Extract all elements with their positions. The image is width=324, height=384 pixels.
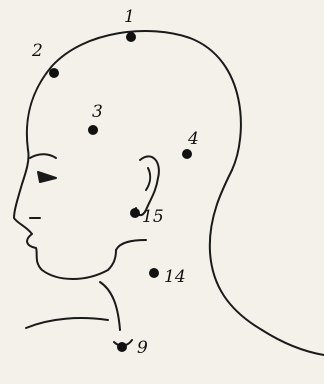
point-4-label: 4 [187, 129, 199, 149]
back-neck-outline [210, 170, 324, 355]
point-1-marker [126, 32, 136, 42]
point-2-marker [49, 68, 59, 78]
point-15-label: 15 [142, 207, 164, 227]
point-14-label: 14 [164, 267, 186, 287]
point-14-marker [149, 268, 159, 278]
ear-inner [146, 168, 150, 190]
point-9-marker [117, 342, 127, 352]
eye [38, 172, 56, 182]
point-4-marker [182, 149, 192, 159]
point-1-label: 1 [124, 7, 135, 27]
front-neck-outline [26, 282, 120, 330]
point-3-label: 3 [92, 102, 103, 122]
point-9-label: 9 [137, 338, 148, 358]
point-3-marker [88, 125, 98, 135]
eyebrow [30, 154, 56, 158]
point-2-label: 2 [31, 41, 43, 61]
point-15-marker [130, 208, 140, 218]
